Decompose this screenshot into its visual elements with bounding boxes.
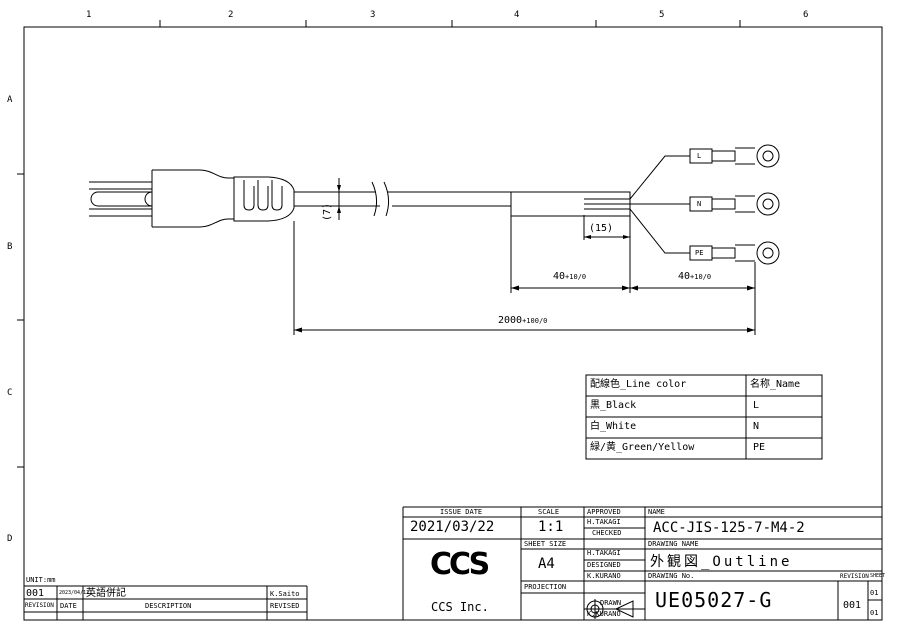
name-label: NAME (648, 508, 665, 516)
sheet-size: A4 (538, 556, 555, 572)
dim-cable-diameter: (7) (322, 202, 333, 221)
sheet-total: 01 (870, 609, 879, 617)
part-name: ACC-JIS-125-7-M4-2 (653, 520, 805, 536)
drawing-no-label: DRAWING No. (648, 572, 695, 580)
issue-date: 2021/03/22 (410, 519, 495, 535)
dim-leads: 40+10/0 (678, 271, 712, 282)
revision-history-number: 001 (26, 588, 45, 599)
zone-col-6: 6 (803, 10, 809, 20)
revision-history-date: 2023/04/12 (59, 590, 90, 596)
wire-label-l: L (697, 152, 702, 160)
drawing-name: 外観図_Outline (650, 554, 793, 570)
revision-header-revision: REVISION (25, 602, 54, 609)
border-frame (23, 26, 883, 621)
issue-date-label: ISSUE DATE (440, 508, 483, 516)
checked-by: H.TAKAGI (587, 549, 621, 557)
zone-row-a: A (7, 95, 13, 105)
revision-history-revised-by: K.Saito (270, 590, 300, 598)
designed-label: DESIGNED (587, 561, 621, 569)
drawn-label: DRAWN (600, 599, 622, 607)
zone-col-4: 4 (514, 10, 520, 20)
revision-number: 001 (843, 600, 862, 611)
wire-label-n: N (697, 200, 702, 208)
color-table-row-3-color: 緑/黄_Green/Yellow (590, 442, 695, 453)
revision-header-revised: REVISED (270, 602, 300, 610)
drawing-name-label: DRAWING NAME (648, 540, 699, 548)
color-table-row-1-name: L (753, 400, 760, 411)
revision-history-description: 英語併記 (86, 588, 126, 599)
color-table-row-3-name: PE (753, 442, 766, 453)
revision-header-description: DESCRIPTION (145, 602, 192, 610)
zone-row-c: C (7, 388, 13, 398)
color-table-header-name: 名称_Name (750, 379, 801, 390)
color-table-header-color: 配線色_Line color (590, 379, 687, 390)
unit-label: UNIT:mm (26, 576, 56, 584)
zone-col-2: 2 (228, 10, 234, 20)
sheet-label: SHEET (870, 573, 886, 579)
revision-header-date: DATE (60, 602, 77, 610)
sheet-size-label: SHEET SIZE (524, 540, 567, 548)
scale-value: 1:1 (538, 519, 564, 535)
color-table-row-1-color: 黒_Black (590, 400, 637, 411)
projection-label: PROJECTION (524, 583, 567, 591)
zone-col-3: 3 (370, 10, 376, 20)
company-logo: CCS (430, 547, 490, 582)
designed-by: K.KURANO (587, 572, 621, 580)
sheet-number: 01 (870, 589, 879, 597)
dim-strip-length: (15) (589, 223, 614, 234)
checked-label: CHECKED (592, 529, 622, 537)
zone-row-b: B (7, 242, 13, 252)
dim-total-length: 2000+100/0 (498, 315, 548, 326)
company-name: CCS Inc. (431, 600, 489, 614)
zone-col-5: 5 (659, 10, 665, 20)
scale-label: SCALE (538, 508, 560, 516)
approved-by: H.TAKAGI (587, 518, 621, 526)
zone-col-1: 1 (86, 10, 92, 20)
color-table-row-2-color: 白_White (590, 421, 637, 432)
revision-label: REVISION (840, 573, 869, 580)
zone-row-d: D (7, 534, 13, 544)
dim-sleeve: 40+10/0 (553, 271, 587, 282)
approved-label: APPROVED (587, 508, 621, 516)
drawn-by: K.KURANO (587, 610, 621, 618)
drawing-number: UE05027-G (655, 588, 773, 612)
wire-label-pe: PE (695, 249, 704, 257)
color-table-row-2-name: N (753, 421, 760, 432)
